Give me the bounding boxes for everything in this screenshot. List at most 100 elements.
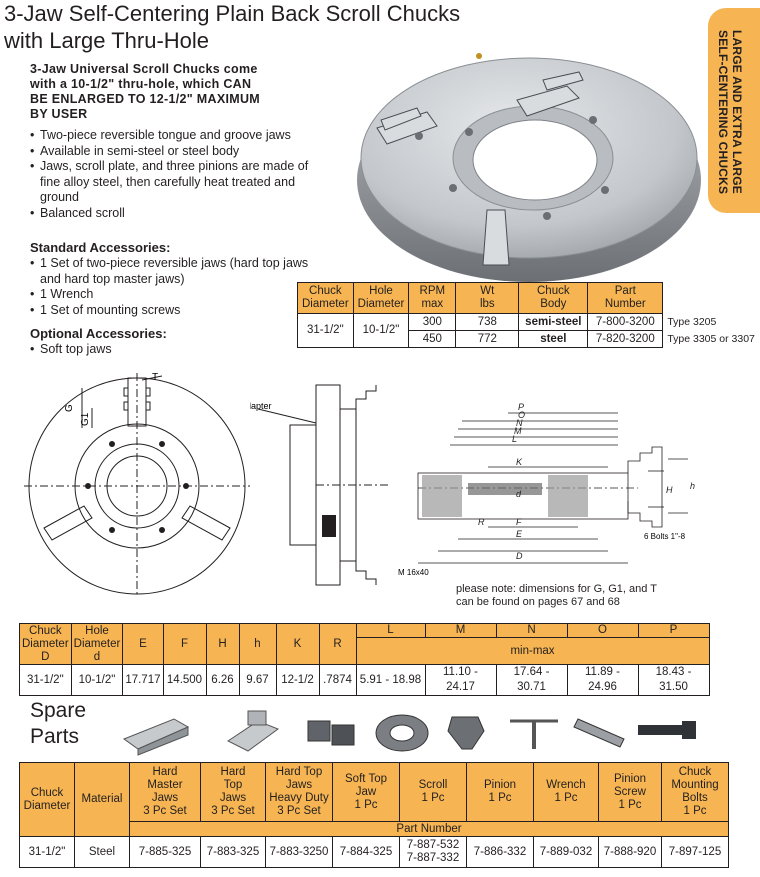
accessory-item: Soft top jaws: [30, 342, 330, 358]
cell-part-number: 7-820-3200: [587, 330, 664, 348]
table-row: 31-1/2" 10-1/2" 17.717 14.500 6.26 9.67 …: [19, 664, 710, 696]
page-title: 3-Jaw Self-Centering Plain Back Scroll C…: [4, 0, 460, 54]
pinion-screw-image: [573, 718, 625, 748]
cell-rpm: 450: [408, 330, 457, 348]
dim-l: L: [512, 434, 517, 444]
cell: 11.10 - 24.17: [424, 664, 497, 696]
header-material: Material: [74, 762, 130, 837]
dim-label-g: G: [64, 404, 75, 412]
dim-h: H: [666, 485, 673, 495]
dim-h-small: h: [690, 481, 695, 491]
spare-title-line-2: Parts: [30, 725, 80, 748]
standard-accessories-list: 1 Set of two-piece reversible jaws (hard…: [30, 256, 330, 318]
cell-chuck-diameter: 31-1/2": [297, 313, 354, 348]
header-k: K: [275, 623, 320, 665]
dim-k: K: [516, 457, 523, 467]
accessory-item: 1 Wrench: [30, 287, 330, 303]
feature-item: Two-piece reversible tongue and groove j…: [30, 128, 330, 144]
hard-top-jaw-image: [227, 710, 280, 752]
dim-m: M: [514, 426, 522, 436]
cell: 5.91 - 18.98: [355, 664, 426, 696]
cell-part-number: 7-800-3200: [587, 313, 664, 331]
optional-accessories: Optional Accessories: Soft top jaws: [30, 326, 330, 358]
section-side-tab: LARGE AND EXTRA LARGE SELF-CENTERING CHU…: [708, 8, 760, 213]
dim-o: O: [518, 410, 525, 420]
cell-rpm: 300: [408, 313, 457, 331]
header-min-max: min-max: [355, 637, 710, 665]
cell-body: steel: [518, 330, 589, 348]
intro-line: BE ENLARGED TO 12-1/2" MAXIMUM: [30, 92, 261, 106]
cell: 6.26: [205, 664, 240, 696]
intro-line: BY USER: [30, 107, 88, 121]
header-o: O: [566, 623, 639, 638]
side-view-drawing: Adapter: [250, 384, 390, 586]
section-view-drawing: P O N M L K d F E D R H h 6 Bolts 1"-8 M…: [398, 402, 695, 577]
table-row: 450 772 steel 7-820-3200 Type 3305 or 33…: [298, 330, 759, 348]
header-m: M: [424, 623, 497, 638]
cell: .7874: [318, 664, 357, 696]
dim-p: P: [518, 402, 524, 412]
cell-pinion: 7-886-332: [466, 836, 534, 868]
cell: 9.67: [238, 664, 277, 696]
dim-n: N: [516, 418, 523, 428]
hard-master-jaw-image: [122, 718, 190, 756]
title-line-2: with Large Thru-Hole: [4, 28, 210, 53]
header-e: E: [122, 623, 164, 665]
standard-accessories-heading: Standard Accessories:: [30, 240, 171, 255]
intro-line: 3-Jaw Universal Scroll Chucks come: [30, 62, 258, 76]
feature-item: Jaws, scroll plate, and three pinions ar…: [30, 159, 330, 206]
spare-parts-title: Spare Parts: [30, 698, 86, 750]
cell-hard-top: 7-883-325: [200, 836, 266, 868]
spare-parts-images: [122, 710, 696, 756]
cell-weight: 738: [455, 313, 520, 331]
header-h-small: h: [238, 623, 277, 665]
header-l: L: [355, 623, 426, 638]
scroll-image: [375, 714, 429, 752]
dim-f: F: [516, 517, 522, 527]
table-row: 31-1/2" Steel 7-885-325 7-883-325 7-883-…: [19, 836, 729, 868]
note-line: can be found on pages 67 and 68: [456, 596, 620, 608]
standard-accessories: Standard Accessories: 1 Set of two-piece…: [30, 240, 330, 318]
cell: 11.89 - 24.96: [566, 664, 639, 696]
cell-body: semi-steel: [518, 313, 589, 331]
cell-type: Type 3305 or 3307: [667, 332, 755, 345]
optional-accessories-list: Soft top jaws: [30, 342, 330, 358]
cell-hole-diameter: 10-1/2": [352, 313, 410, 348]
dim-label-t: T: [152, 372, 158, 383]
intro-text: 3-Jaw Universal Scroll Chucks come with …: [30, 62, 330, 122]
table-row: 31-1/2" 10-1/2" 300 738 semi-steel 7-800…: [297, 313, 759, 348]
front-view-drawing: G G1 T: [24, 372, 250, 596]
accessory-item: 1 Set of two-piece reversible jaws (hard…: [30, 256, 330, 287]
chuck-product-image: [357, 53, 701, 282]
soft-top-jaw-image: [307, 720, 355, 746]
cell: 14.500: [162, 664, 207, 696]
cell: 18.43 - 31.50: [637, 664, 710, 696]
cell-material: Steel: [74, 836, 130, 868]
dim-e: E: [516, 529, 523, 539]
cell: 10-1/2": [70, 664, 124, 696]
cell: 31-1/2": [19, 664, 72, 696]
adapter-label: Adapter: [250, 401, 272, 411]
cell: 17.717: [122, 664, 164, 696]
mounting-bolt-image: [638, 721, 696, 739]
